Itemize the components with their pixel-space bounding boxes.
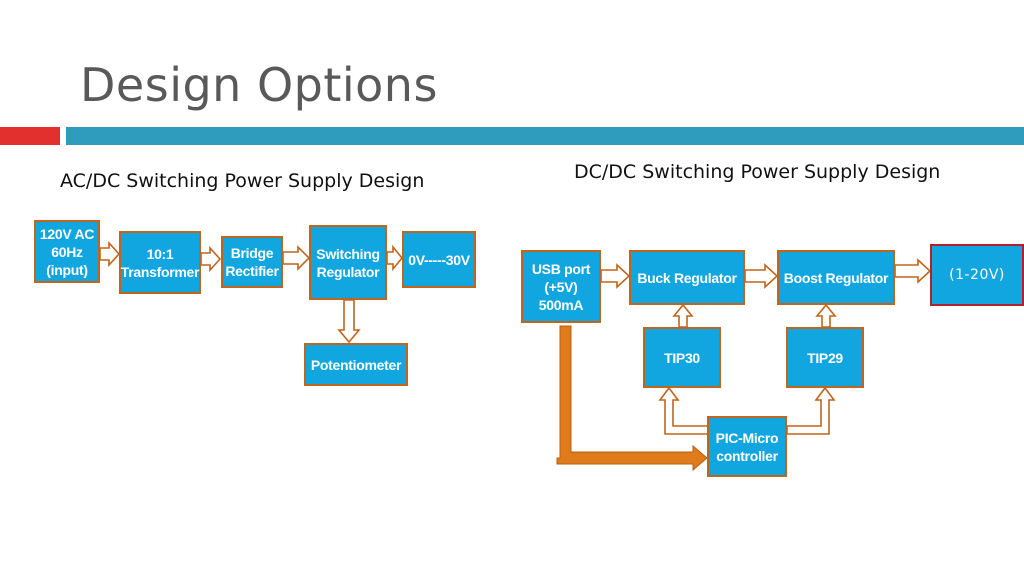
arrow-regulator-to-potentiometer xyxy=(337,299,361,344)
arrow-input-to-transformer xyxy=(99,240,121,268)
bridge-rectifier-block: Bridge Rectifier xyxy=(221,236,283,288)
pic-microcontroller-block: PIC-Micro controller xyxy=(707,416,787,477)
arrow-rectifier-to-regulator xyxy=(282,245,311,271)
usb-port-block: USB port (+5V) 500mA xyxy=(521,250,601,323)
arrow-boost-to-output xyxy=(894,258,932,284)
arrow-regulator-to-output xyxy=(386,244,404,272)
slide-title: Design Options xyxy=(80,58,438,112)
arrow-tip29-to-boost xyxy=(815,303,837,328)
arrow-pic-to-tip29 xyxy=(786,386,836,435)
ac-input-block: 120V AC 60Hz (input) xyxy=(34,220,100,283)
tip29-block: TIP29 xyxy=(786,327,864,388)
dc-output-block: (1-20V) xyxy=(930,244,1024,306)
potentiometer-block: Potentiometer xyxy=(304,343,408,386)
arrow-transformer-to-rectifier xyxy=(200,245,222,273)
arrow-usb-to-buck xyxy=(600,263,631,289)
arrow-pic-to-tip30 xyxy=(658,386,710,435)
ac-dc-heading: AC/DC Switching Power Supply Design xyxy=(60,170,425,192)
boost-regulator-block: Boost Regulator xyxy=(777,250,895,305)
switching-regulator-block: Switching Regulator xyxy=(309,225,387,300)
dc-dc-heading: DC/DC Switching Power Supply Design xyxy=(574,161,941,183)
accent-bar-red xyxy=(0,127,60,145)
arrow-buck-to-boost xyxy=(744,263,779,289)
ac-output-block: 0V-----30V xyxy=(402,231,476,288)
accent-bar-teal xyxy=(66,127,1024,145)
tip30-block: TIP30 xyxy=(643,327,721,388)
buck-regulator-block: Buck Regulator xyxy=(629,250,745,305)
arrow-tip30-to-buck xyxy=(672,303,694,328)
transformer-block: 10:1 Transformer xyxy=(119,231,201,294)
arrow-usb-to-pic xyxy=(556,325,708,472)
